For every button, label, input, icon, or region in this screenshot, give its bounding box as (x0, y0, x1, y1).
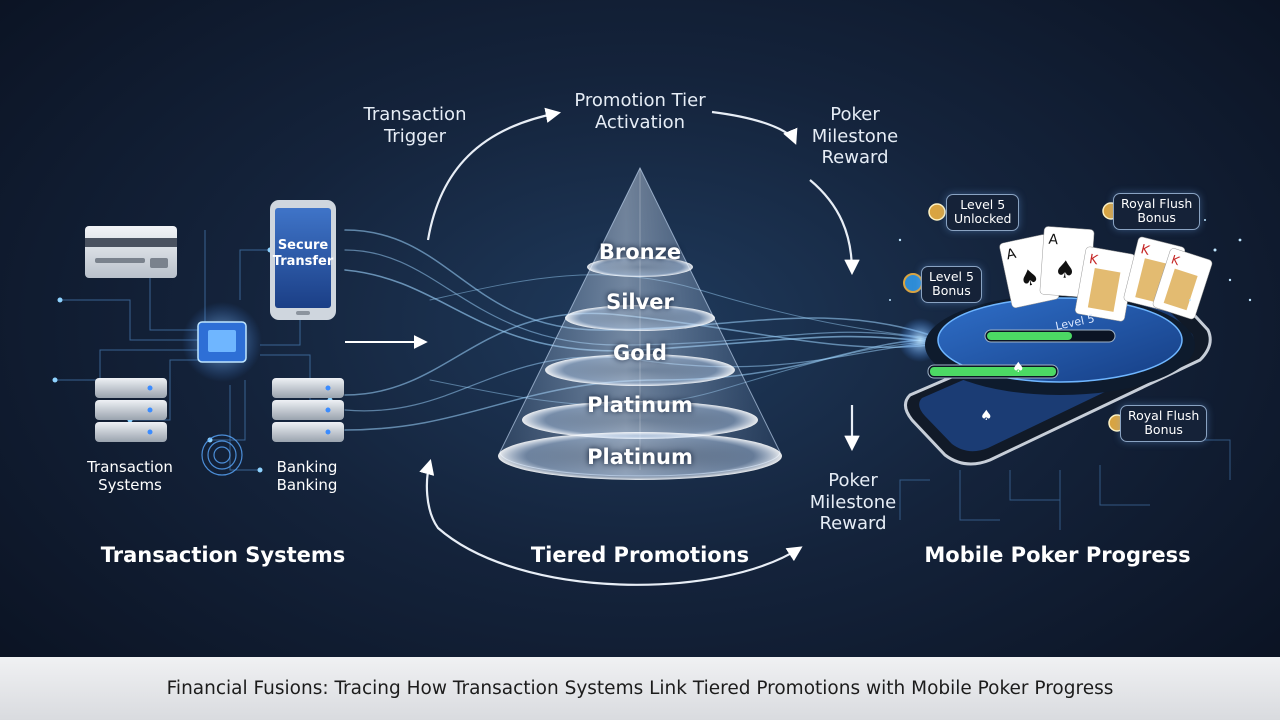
playing-card-king-hearts: K (1075, 246, 1136, 322)
tier-label-platinum-2: Platinum (587, 445, 693, 469)
medal-icon-level5-unlocked (928, 203, 946, 221)
svg-text:A: A (1005, 246, 1018, 264)
server-stack-right-icon (272, 378, 344, 442)
sparkles (889, 219, 1252, 302)
svg-text:K: K (1139, 242, 1151, 259)
badge-royal-flush-bottom: Royal Flush Bonus (1120, 405, 1208, 442)
banking-icon-label: Banking Banking (276, 458, 338, 494)
poker-table (925, 295, 1195, 395)
arrow-reward-to-poker (809, 179, 860, 276)
svg-text:♠: ♠ (1053, 255, 1076, 284)
progress-bar-top (984, 329, 1116, 343)
progress-bar-bottom (927, 364, 1059, 379)
credit-card-icon (85, 226, 177, 278)
diagram-artwork: ♠ ♠ A ♠ A ♠ K K K (52, 107, 1252, 586)
spade-suit-icon: ♠ (1012, 360, 1025, 376)
smartphone-icon (270, 200, 336, 320)
promotion-tier-activation-label: Promotion Tier Activation (574, 90, 706, 133)
tier-label-bronze: Bronze (598, 240, 682, 264)
tier-label-platinum: Platinum (587, 393, 693, 417)
fingerprint-icon (201, 434, 243, 476)
spade-suit-icon-2: ♠ (980, 408, 993, 424)
arrow-trigger-to-activation (426, 107, 562, 241)
secure-transfer-label: Secure Transfer (272, 238, 334, 270)
transaction-trigger-label: Transaction Trigger (363, 104, 467, 147)
tier-cone (498, 166, 782, 480)
svg-text:A: A (1048, 232, 1059, 249)
playing-card-king-hearts-2: K (1152, 248, 1213, 320)
processor-chip-icon (182, 302, 262, 382)
badge-royal-flush-top: Royal Flush Bonus (1113, 193, 1201, 230)
medal-icon-level5-bonus (903, 273, 923, 293)
server-stack-left-icon (95, 378, 167, 442)
tier-label-silver: Silver (606, 290, 674, 314)
poker-milestone-reward-bottom-label: Poker Milestone Reward (809, 470, 897, 535)
badge-level5-unlocked: Level 5 Unlocked (946, 194, 1020, 231)
caption-text: Financial Fusions: Tracing How Transacti… (166, 678, 1114, 699)
transaction-systems-icon-label: Transaction Systems (87, 458, 173, 494)
arrow-activation-to-reward (711, 110, 798, 145)
tier-label-gold: Gold (613, 341, 667, 365)
section-title-transaction-systems: Transaction Systems (100, 543, 346, 567)
arrow-bottom-loop (419, 459, 803, 586)
section-title-tiered-promotions: Tiered Promotions (530, 543, 750, 567)
section-title-mobile-poker-progress: Mobile Poker Progress (924, 543, 1191, 567)
badge-level5-bonus: Level 5 Bonus (921, 266, 982, 303)
svg-text:K: K (1088, 252, 1099, 268)
poker-milestone-reward-top-label: Poker Milestone Reward (811, 104, 899, 169)
caption-bar: Financial Fusions: Tracing How Transacti… (0, 657, 1280, 720)
